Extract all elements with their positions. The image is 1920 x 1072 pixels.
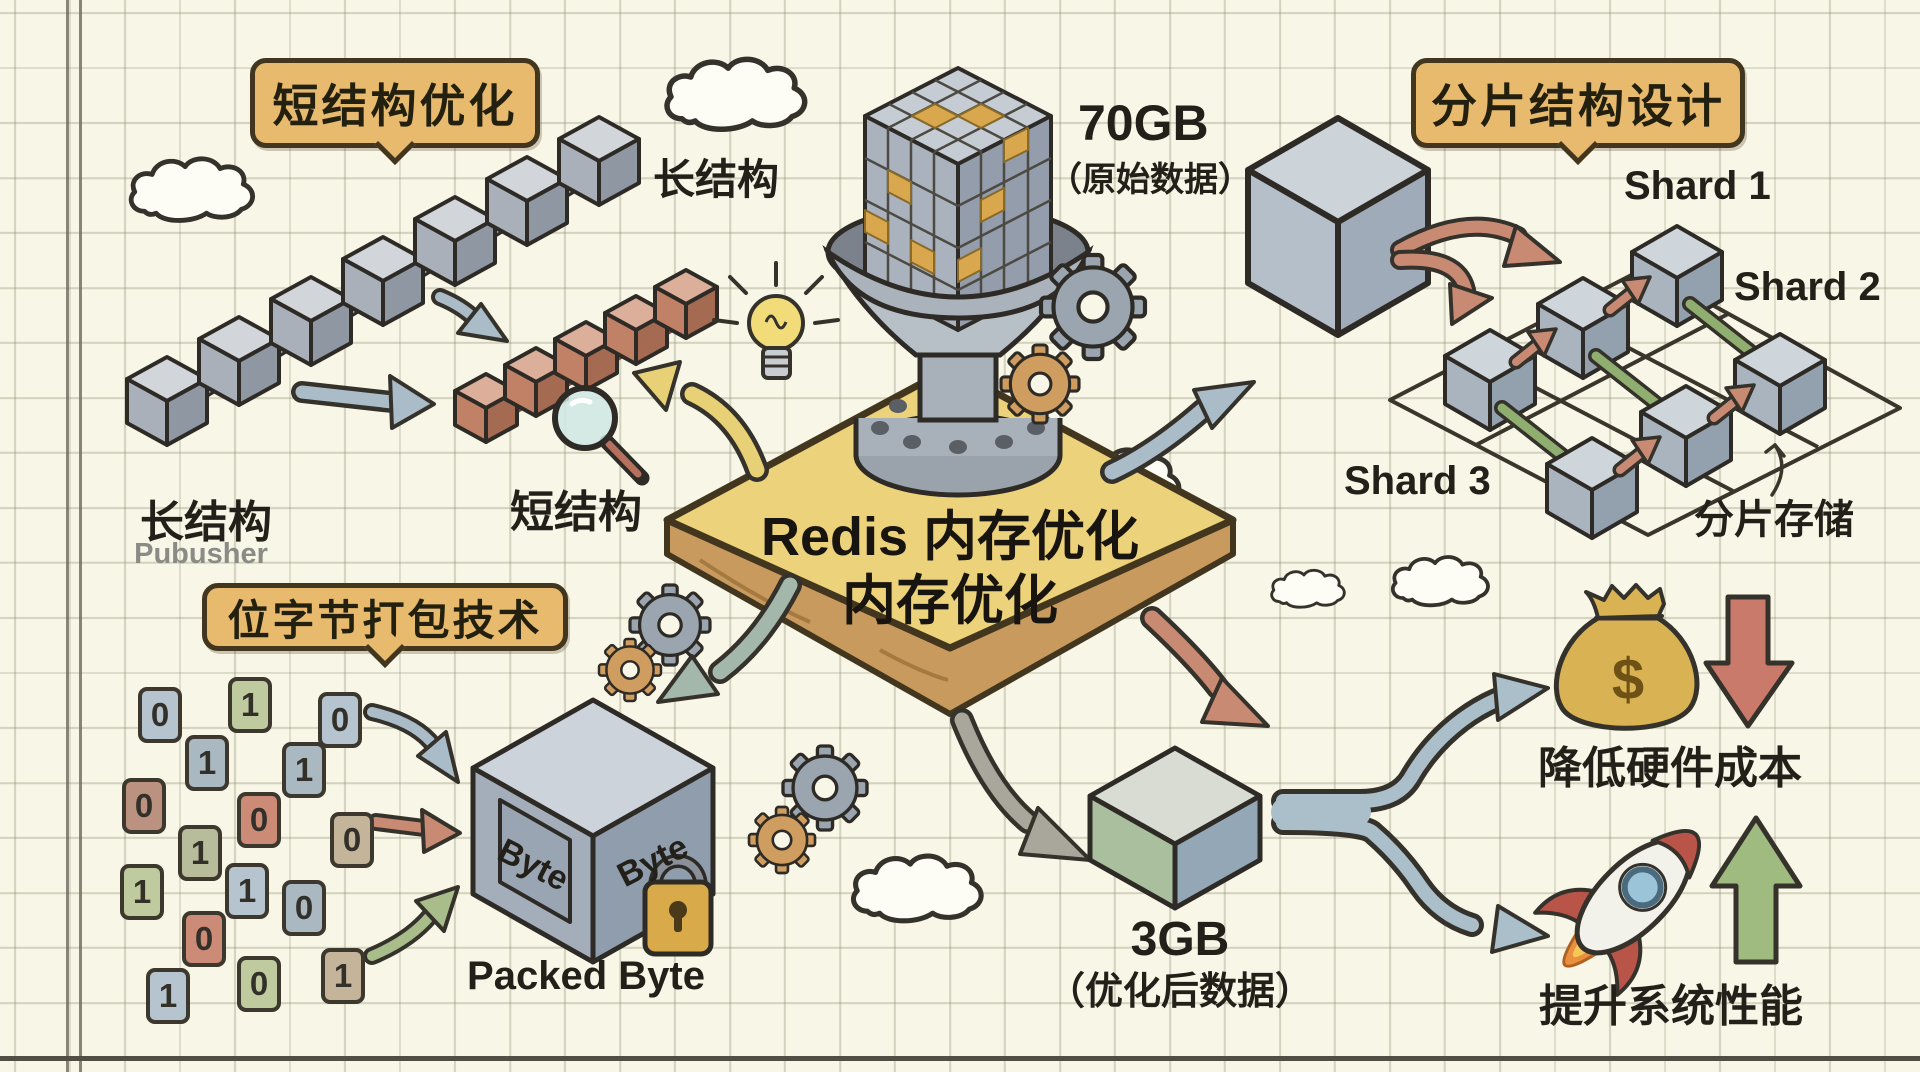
diamond-title-line1: Redis 内存优化	[760, 507, 1140, 567]
label-publisher-watermark: Pubusher	[134, 538, 268, 570]
bit-tile: 0	[318, 692, 362, 748]
label-shard-storage: 分片存储	[1694, 498, 1854, 542]
bit-tile: 1	[321, 948, 365, 1004]
banner-bit-packing: 位字节打包技术	[202, 583, 568, 651]
money-bag-icon	[1553, 583, 1700, 731]
shard-link-arrows	[1508, 275, 1756, 478]
bit-tile: 0	[330, 812, 374, 868]
magnifier-icon	[552, 385, 650, 486]
gear-icon	[999, 343, 1081, 425]
funnel-icon	[822, 66, 1094, 498]
bit-tile: 1	[225, 863, 269, 919]
label-packed-byte: Packed Byte	[467, 954, 705, 998]
arrow-to-3gb	[950, 708, 1092, 862]
cloud-icon	[1390, 555, 1490, 608]
notebook-margin-line-2	[79, 0, 82, 1072]
gear-icon	[747, 805, 817, 875]
gear-icon	[597, 637, 663, 703]
arrow-chain-to-short	[431, 288, 509, 343]
label-raw-data: （原始数据）	[1048, 161, 1252, 199]
label-short-struct: 短结构	[510, 488, 642, 537]
cloud-icon	[1270, 568, 1346, 609]
lock-icon	[642, 854, 714, 957]
label-cost-benefit: 降低硬件成本	[1538, 744, 1802, 793]
source-cube-icon	[1245, 115, 1431, 338]
bit-tile: 1	[178, 825, 222, 881]
cloud-icon	[853, 856, 981, 921]
optimized-cube-icon	[1087, 745, 1263, 911]
bit-tile: 1	[228, 677, 272, 733]
cloud-icon	[667, 59, 805, 129]
bit-tile: 0	[122, 778, 166, 834]
banner-sharding: 分片结构设计	[1411, 58, 1745, 148]
label-optimized-data: （优化后数据）	[1046, 971, 1313, 1013]
banner-sharding-label: 分片结构设计	[1431, 80, 1725, 132]
bit-tile: 0	[138, 687, 182, 743]
arrow-bits-blue	[363, 703, 460, 784]
banner-short-struct: 短结构优化	[250, 58, 540, 148]
label-shard2: Shard 2	[1734, 265, 1881, 309]
label-70gb: 70GB	[1078, 95, 1209, 151]
label-long-struct-top: 长结构	[653, 156, 780, 203]
banner-short-struct-label: 短结构优化	[272, 80, 518, 132]
label-performance-benefit: 提升系统性能	[1539, 982, 1803, 1031]
data-block-icon	[863, 66, 1053, 332]
diamond-title-line2: 内存优化	[842, 571, 1058, 631]
lightbulb-icon	[712, 261, 840, 380]
bit-tile: 1	[282, 742, 326, 798]
cost-down-arrow-icon	[1703, 594, 1795, 729]
gear-icon	[1041, 255, 1145, 359]
bit-tile: 1	[185, 735, 229, 791]
arrow-to-short-struct	[632, 360, 769, 482]
bit-tile: 0	[182, 911, 226, 967]
storage-note-arrow	[1764, 443, 1786, 497]
label-3gb: 3GB	[1130, 913, 1230, 966]
arrow-to-byte-pack	[656, 573, 802, 704]
bit-tile: 0	[282, 880, 326, 936]
arrow-cube-to-shard3	[1390, 249, 1494, 326]
short-structure-chain	[453, 268, 719, 444]
banner-bit-packing-label: 位字节打包技术	[227, 596, 543, 644]
performance-up-arrow-icon	[1709, 815, 1803, 965]
bit-tile: 0	[237, 792, 281, 848]
label-shard3: Shard 3	[1344, 459, 1491, 503]
fork-arrow	[1271, 672, 1550, 954]
arrow-long-to-short	[291, 374, 436, 430]
page-bottom-rule	[0, 1056, 1920, 1061]
cloud-icon	[131, 159, 252, 221]
arrow-to-sharding	[1100, 380, 1256, 484]
notebook-margin-line	[66, 0, 69, 1072]
arrow-cube-to-shard1	[1390, 216, 1562, 268]
bit-tile: 1	[146, 968, 190, 1024]
label-long-struct-bottom: 长结构	[140, 498, 272, 547]
shard-grid	[1388, 224, 1902, 540]
bit-tile: 0	[237, 956, 281, 1012]
rocket-icon	[1533, 829, 1701, 997]
bit-tile: 1	[120, 864, 164, 920]
arrow-to-benefits	[1140, 606, 1270, 728]
long-structure-chain	[125, 115, 641, 447]
dollar-sign: $	[1611, 647, 1645, 712]
arrow-bits-red	[367, 808, 462, 854]
arrow-bits-green	[363, 885, 460, 965]
label-shard1: Shard 1	[1624, 164, 1771, 208]
